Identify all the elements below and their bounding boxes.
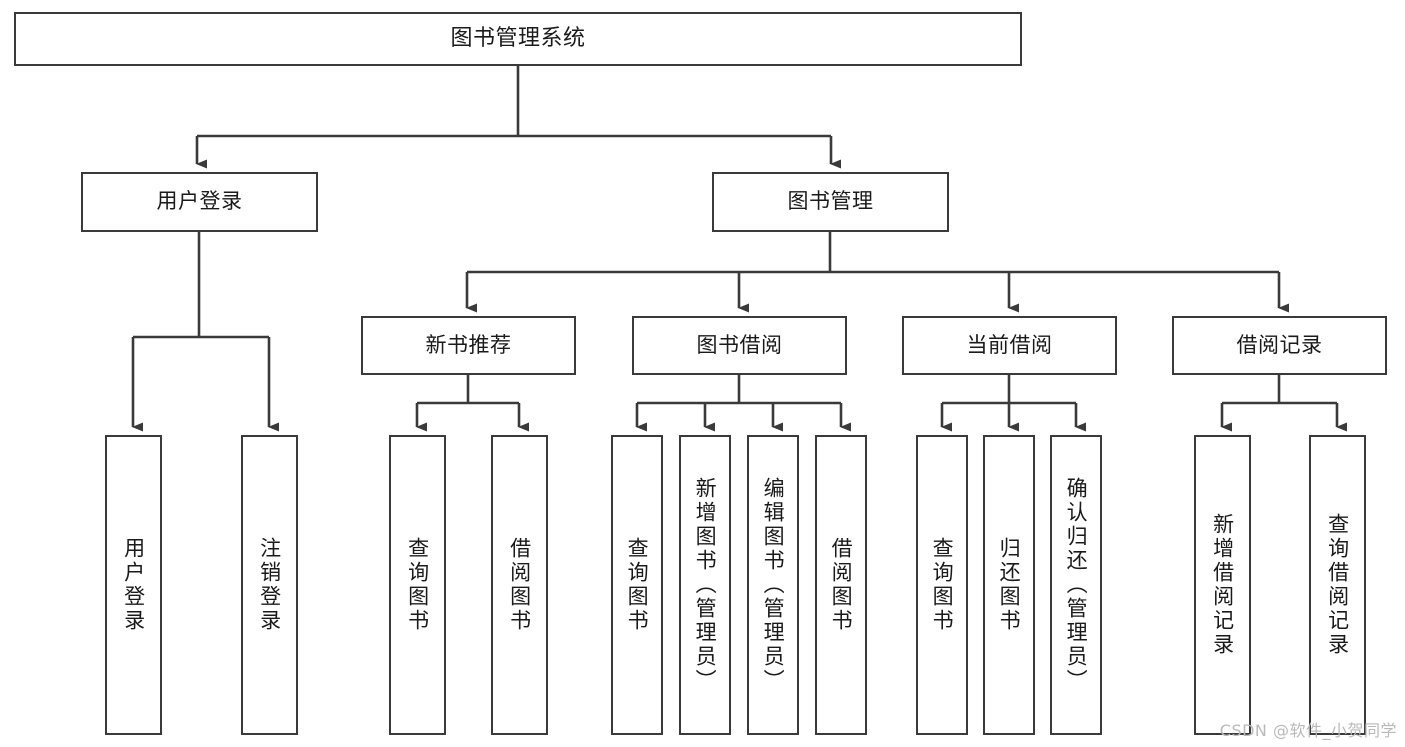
leaf-borrow-query-book[interactable]: 查询图书 [611,435,663,735]
node-label: 确认归还（管理员） [1064,477,1089,693]
leaf-borrow-edit-book-admin[interactable]: 编辑图书（管理员） [747,435,799,735]
leaf-borrow-add-book-admin[interactable]: 新增图书（管理员） [679,435,731,735]
node-label: 新增借阅记录 [1210,513,1235,657]
node-label: 查询图书 [625,537,650,633]
leaf-record-add-borrow-record[interactable]: 新增借阅记录 [1194,435,1251,735]
node-root-system[interactable]: 图书管理系统 [14,12,1022,66]
node-label: 查询借阅记录 [1325,513,1350,657]
leaf-borrow-borrow-book[interactable]: 借阅图书 [815,435,867,735]
node-label: 编辑图书（管理员） [761,477,786,693]
node-label: 借阅记录 [1236,332,1323,357]
node-label: 查询图书 [930,537,955,633]
node-label: 图书借阅 [696,332,783,357]
node-label: 借阅图书 [829,537,854,633]
node-new-book-recommend[interactable]: 新书推荐 [361,316,576,375]
node-label: 借阅图书 [507,537,532,633]
node-label: 用户登录 [156,189,243,214]
node-borrow-record[interactable]: 借阅记录 [1172,316,1387,375]
leaf-current-confirm-return-admin[interactable]: 确认归还（管理员） [1050,435,1102,735]
node-label: 当前借阅 [966,332,1053,357]
node-user-login[interactable]: 用户登录 [81,172,318,232]
node-label: 注销登录 [257,537,282,633]
leaf-record-query-borrow-record[interactable]: 查询借阅记录 [1309,435,1366,735]
leaf-recommend-borrow-book[interactable]: 借阅图书 [491,435,548,735]
leaf-current-query-book[interactable]: 查询图书 [916,435,968,735]
leaf-recommend-query-book[interactable]: 查询图书 [389,435,446,735]
node-label: 查询图书 [405,537,430,633]
csdn-watermark: CSDN @软件_小贺同学 [1219,721,1397,740]
node-label: 归还图书 [997,537,1022,633]
node-label: 图书管理系统 [450,25,586,51]
leaf-logout[interactable]: 注销登录 [241,435,298,735]
leaf-current-return-book[interactable]: 归还图书 [983,435,1035,735]
node-book-borrow[interactable]: 图书借阅 [632,316,847,375]
node-label: 用户登录 [121,537,146,633]
node-label: 新书推荐 [425,332,512,357]
leaf-user-login[interactable]: 用户登录 [105,435,162,735]
node-label: 新增图书（管理员） [693,477,718,693]
node-book-management[interactable]: 图书管理 [712,172,949,232]
node-current-borrow[interactable]: 当前借阅 [902,316,1117,375]
node-label: 图书管理 [787,189,874,214]
